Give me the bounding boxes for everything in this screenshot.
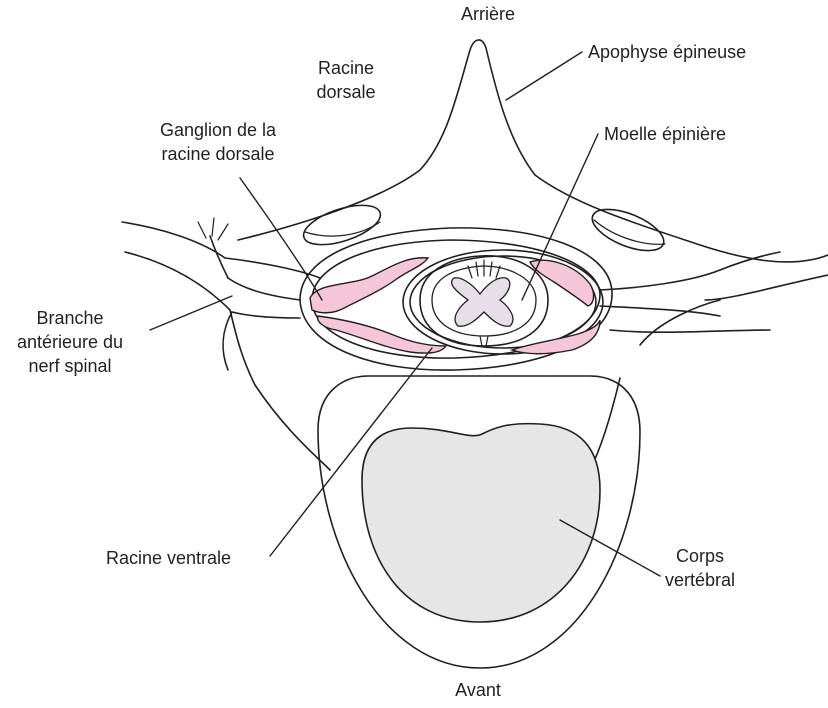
label-apophyse-epineuse: Apophyse épineuse [588,42,747,62]
label-ganglion: Ganglion de la racine dorsale [138,118,298,166]
nerve-roots [309,257,601,355]
facet-joint-right [591,208,666,252]
dural-sac [402,249,604,355]
label-corps-line2: vertébral [664,570,736,590]
leader-apophyse [505,51,583,101]
leader-branche [149,295,233,331]
leader-ganglion [239,177,323,301]
label-moelle-epiniere: Moelle épinière [604,124,727,144]
spinal-cord [419,255,549,347]
spinal-nerve-right [599,251,781,317]
leader-corps [559,519,661,577]
label-arriere: Arrière [460,4,515,24]
label-corps-vertebral: Corps vertébral [640,544,760,592]
vertebral-arch [121,39,828,471]
dural-sac-inner [409,255,597,349]
label-branche-line3: nerf spinal [28,356,112,376]
label-racine-dorsale-line1: Racine [317,58,375,78]
label-branche-line1: Branche [36,308,104,328]
leader-racine-ventrale [269,347,433,557]
facet-joint-left [302,204,382,246]
label-ganglion-line2: racine dorsale [161,144,275,164]
label-racine-dorsale: Racine dorsale [296,56,396,104]
label-ganglion-line1: Ganglion de la [159,120,277,140]
leader-moelle [521,133,599,301]
spinal-nerve-left [197,217,301,371]
label-branche-line2: antérieure du [16,332,124,352]
label-racine-ventrale: Racine ventrale [106,548,232,568]
label-corps-line1: Corps [675,546,724,566]
label-avant: Avant [455,680,501,700]
label-racine-dorsale-line2: dorsale [316,82,376,102]
vertebral-body [317,375,641,669]
label-branche: Branche antérieure du nerf spinal [0,306,140,378]
leader-lines [149,51,661,577]
vertebral-canal [299,227,613,371]
